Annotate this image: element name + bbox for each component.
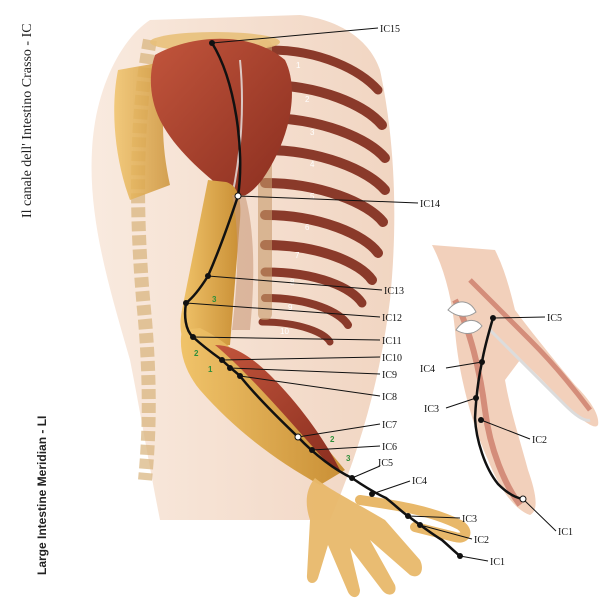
point-ic5 xyxy=(349,475,355,481)
point-ic2 xyxy=(417,522,423,528)
point-ic14 xyxy=(235,193,241,199)
label-ic7: IC7 xyxy=(382,420,397,431)
label-ic14: IC14 xyxy=(420,199,440,210)
muscle-number-forearm-3: 3 xyxy=(346,454,351,463)
title-italian: Il canale dell' Intestino Crasso - IC xyxy=(20,23,35,218)
muscle-number-forearm-2: 2 xyxy=(330,435,335,444)
label-ic2: IC2 xyxy=(474,535,489,546)
label-ic9: IC9 xyxy=(382,370,397,381)
point-ic12 xyxy=(183,300,189,306)
hand-label-ic4: IC4 xyxy=(420,364,435,375)
hand-point-ic1 xyxy=(520,496,526,502)
label-ic13: IC13 xyxy=(384,286,404,297)
hand-label-ic3: IC3 xyxy=(424,404,439,415)
title-english: Large Intestine Meridian - LI xyxy=(35,416,49,575)
rib-number-1: 1 xyxy=(296,61,301,70)
point-ic9 xyxy=(227,365,233,371)
hand-point-ic2 xyxy=(478,417,484,423)
point-ic15 xyxy=(209,40,215,46)
point-ic8 xyxy=(237,373,243,379)
rib-number-3: 3 xyxy=(310,128,315,137)
label-ic15: IC15 xyxy=(380,24,400,35)
hand-detail-inset xyxy=(432,245,598,515)
hand xyxy=(307,478,466,597)
muscle-number-elbow-1: 1 xyxy=(208,365,213,374)
label-ic10: IC10 xyxy=(382,353,402,364)
label-ic8: IC8 xyxy=(382,392,397,403)
hand-detail-silhouette xyxy=(432,245,598,515)
label-ic5: IC5 xyxy=(378,458,393,469)
point-ic13 xyxy=(205,273,211,279)
rib-number-2: 2 xyxy=(305,95,310,104)
rib-number-4: 4 xyxy=(310,160,315,169)
rib-number-10: 10 xyxy=(280,327,289,336)
hand-label-ic1: IC1 xyxy=(558,527,573,538)
hand-point-ic3 xyxy=(473,395,479,401)
muscle-number-elbow-2: 2 xyxy=(194,349,199,358)
point-ic6 xyxy=(309,447,315,453)
rib-number-6: 6 xyxy=(305,223,310,232)
point-ic11 xyxy=(190,334,196,340)
rib-number-7: 7 xyxy=(295,251,300,260)
label-ic11: IC11 xyxy=(382,336,402,347)
label-ic4: IC4 xyxy=(412,476,427,487)
hand-label-ic5: IC5 xyxy=(547,313,562,324)
point-ic4 xyxy=(369,491,375,497)
hand-point-ic5 xyxy=(490,315,496,321)
label-ic1: IC1 xyxy=(490,557,505,568)
hand-point-ic4 xyxy=(479,359,485,365)
point-ic1 xyxy=(457,553,463,559)
point-ic3 xyxy=(405,513,411,519)
point-ic10 xyxy=(219,357,225,363)
muscle-number-upper-arm: 3 xyxy=(212,295,217,304)
label-ic6: IC6 xyxy=(382,442,397,453)
hand-label-ic2: IC2 xyxy=(532,435,547,446)
label-ic3: IC3 xyxy=(462,514,477,525)
label-ic12: IC12 xyxy=(382,313,402,324)
point-ic7 xyxy=(295,434,301,440)
rib-number-5: 5 xyxy=(310,192,315,201)
